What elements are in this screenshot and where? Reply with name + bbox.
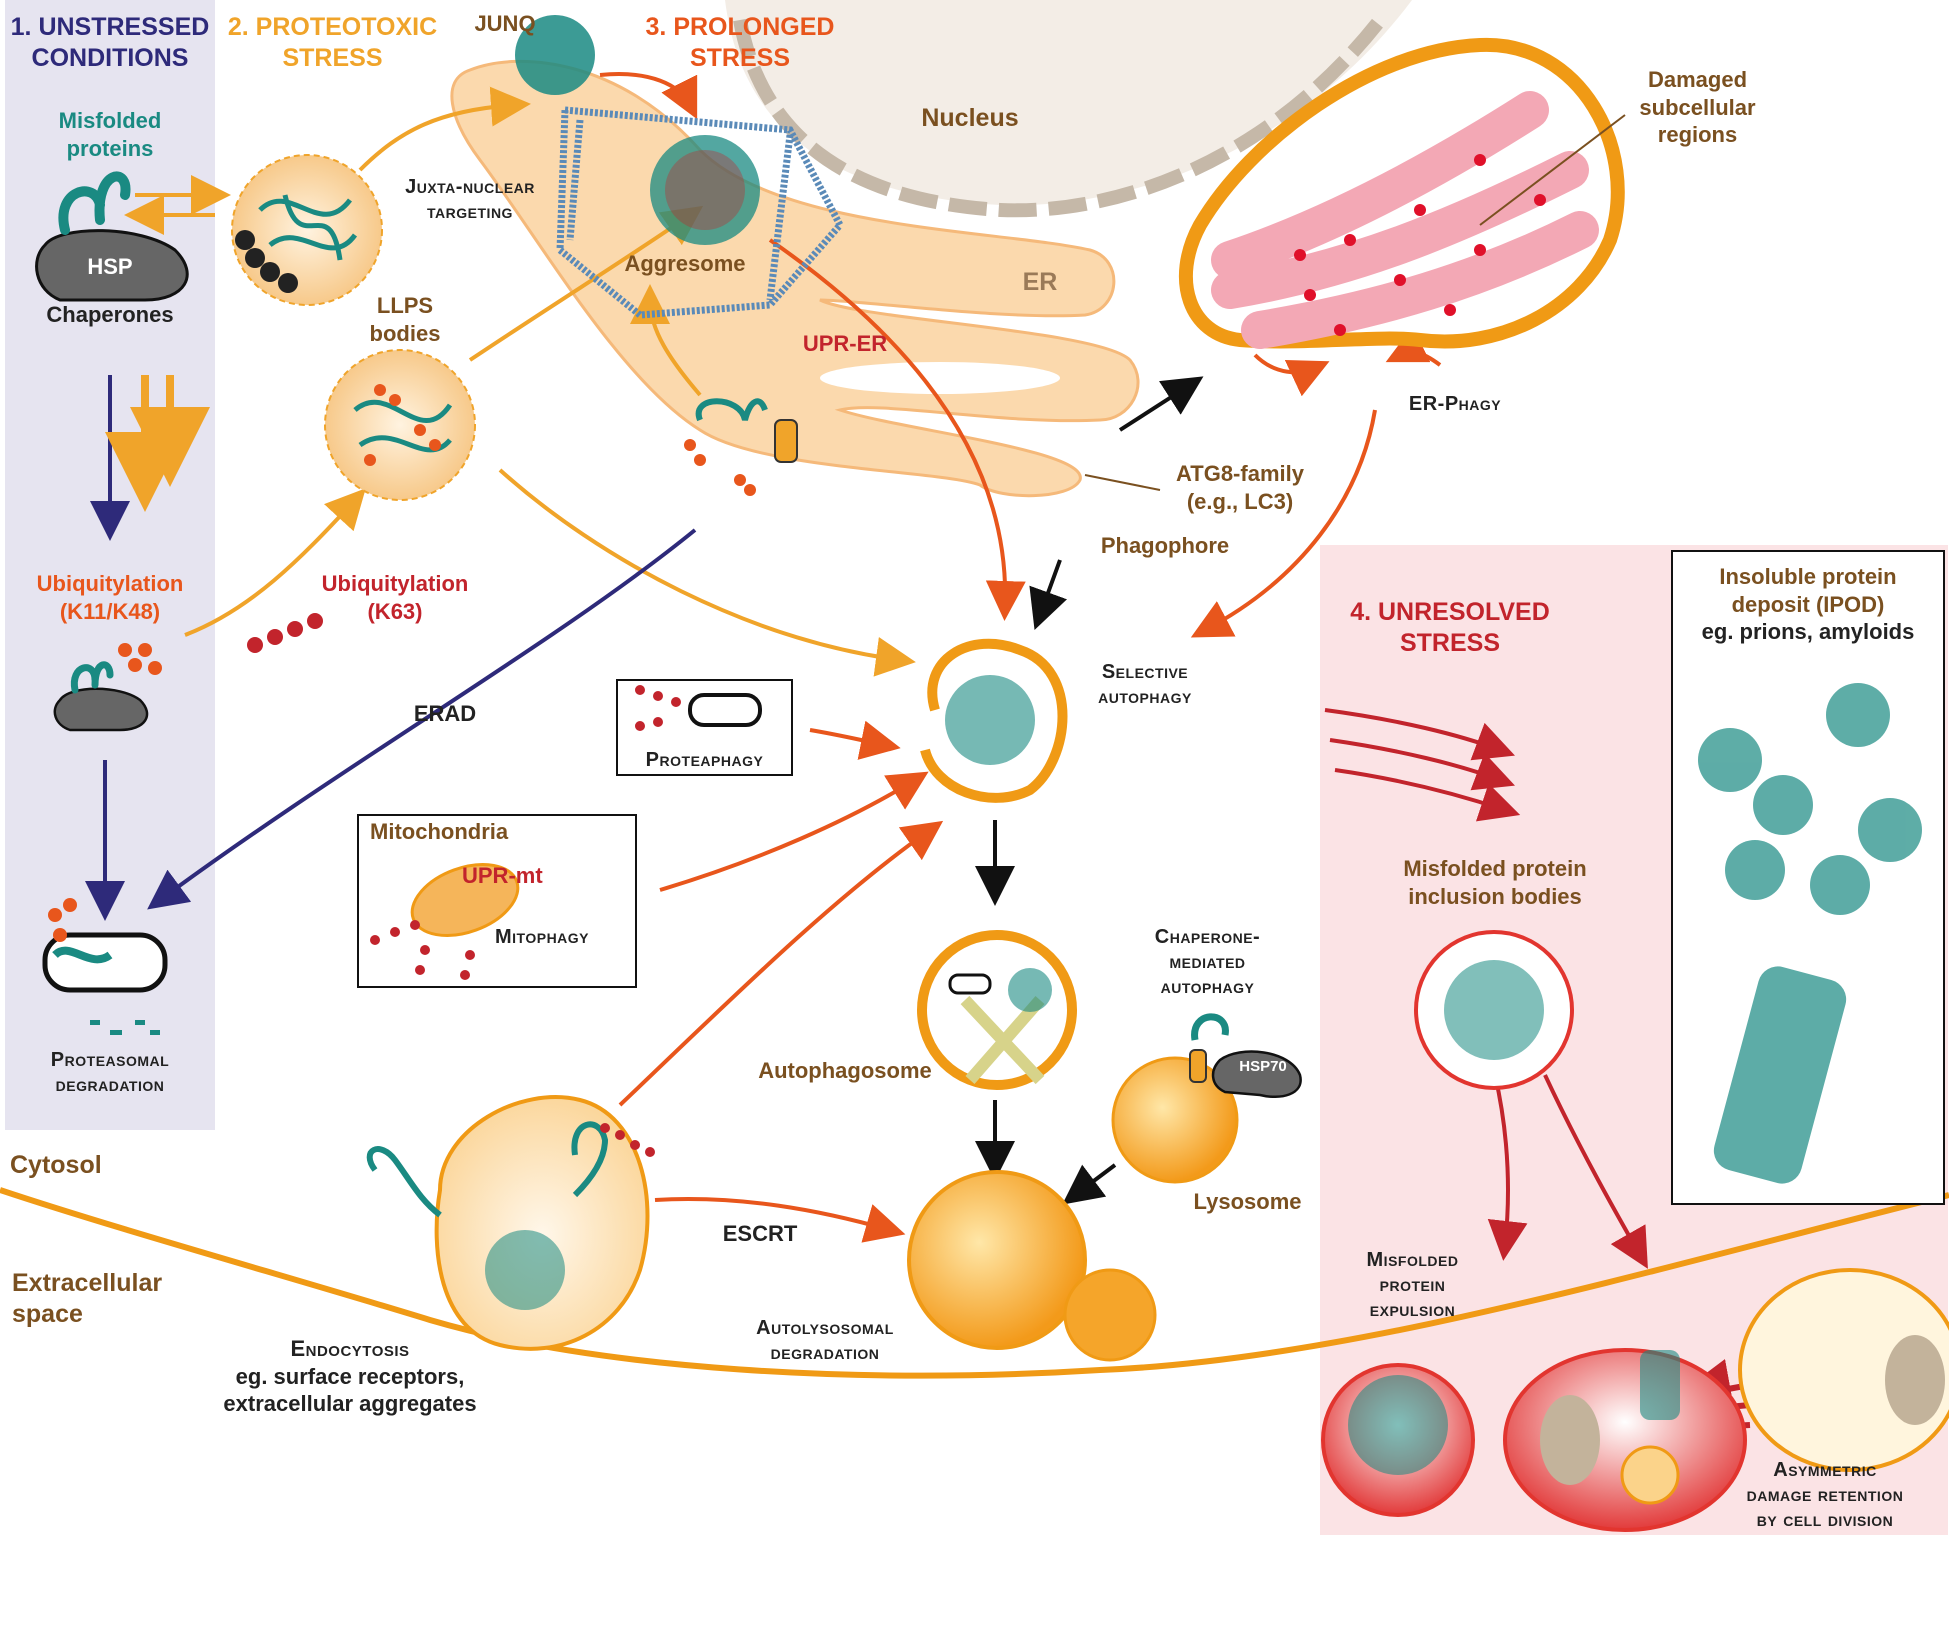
proteotoxic-condensate <box>231 154 383 306</box>
atg8-label: ATG8-family(e.g., LC3) <box>1176 461 1304 514</box>
upr-mt-label: UPR-mt <box>462 863 543 888</box>
llps-body <box>324 349 476 501</box>
dividing-cell <box>1503 1268 1949 1532</box>
flow-arrows <box>85 72 1751 1456</box>
hsp-label: HSP <box>87 254 133 279</box>
hsp-chaperone <box>35 171 189 302</box>
damaged-pointer <box>1479 114 1626 226</box>
erad-translocon <box>684 398 798 496</box>
nuclear-envelope <box>733 15 1386 218</box>
expelled-aggregate <box>1348 1375 1448 1475</box>
cma-lysosome <box>1111 1056 1239 1184</box>
hsp70-label: HSP70 <box>1239 1058 1287 1075</box>
proteasome <box>42 898 168 1035</box>
upr-er-label: UPR-ER <box>802 331 888 356</box>
er-phagy-label: ER-Phagy <box>1408 393 1502 415</box>
autolysosome <box>907 1170 1157 1362</box>
escrt-label: ESCRT <box>722 1221 798 1246</box>
k63-ubiquitin-chain <box>247 613 323 653</box>
aggresome-label: Aggresome <box>624 251 746 276</box>
endoplasmic-reticulum <box>450 59 1140 498</box>
proteaphagy-label: Proteaphagy <box>645 749 764 771</box>
llps-ubiquitin <box>364 384 441 466</box>
selective-autophagy-vesicle <box>920 638 1068 803</box>
mitochondrion <box>370 863 520 980</box>
chaperones-label: Chaperones <box>46 302 174 327</box>
small-hsp-chaperone <box>53 643 162 732</box>
nucleus <box>725 0 1412 206</box>
aggresome-aggregate <box>650 135 760 245</box>
condensate-hsp <box>235 230 298 293</box>
atg8-pointer <box>1084 474 1161 491</box>
ubiquitylation-k11-label: Ubiquitylation(K11/K48) <box>36 571 184 624</box>
cytosol-label: Cytosol <box>10 1151 102 1179</box>
mitochondria-label: Mitochondria <box>370 819 509 844</box>
microtubule-cage <box>556 106 845 319</box>
inclusion-aggregate <box>1444 960 1544 1060</box>
erad-label: ERAD <box>413 701 477 726</box>
mitophagy-label: Mitophagy <box>495 926 590 948</box>
er-label: ER <box>1022 268 1058 296</box>
nucleus-label: Nucleus <box>921 104 1019 132</box>
junq-label: JUNQ <box>474 11 536 36</box>
autophagosome-label: Autophagosome <box>758 1058 932 1083</box>
ubiquitylation-k63-label: Ubiquitylation(K63) <box>321 571 469 624</box>
junq-aggregate <box>515 15 595 95</box>
autophagosome-cargo <box>948 968 1052 1085</box>
lysosome-label: Lysosome <box>1193 1189 1302 1214</box>
mitochondria-box <box>357 814 637 988</box>
condensate-proteins <box>258 194 358 261</box>
ipod-aggregates <box>1698 683 1922 1184</box>
phagophore-label: Phagophore <box>1100 533 1230 558</box>
proteaphagy-icon <box>635 685 762 731</box>
cell-membrane <box>0 1187 1949 1379</box>
endocytic-vesicle <box>366 1095 655 1351</box>
hsp70-chaperone <box>1189 1013 1302 1099</box>
llps-proteins <box>353 399 453 453</box>
